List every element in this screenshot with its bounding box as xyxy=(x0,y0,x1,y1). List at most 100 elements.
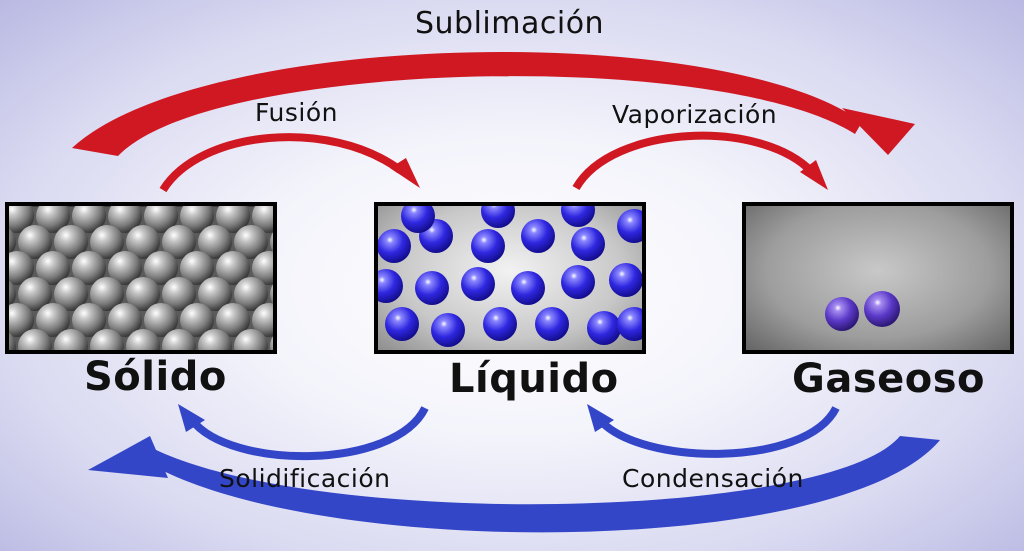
liquid-panel xyxy=(374,202,646,354)
solidification-arrowhead xyxy=(178,404,205,432)
sublimation-arrow xyxy=(72,51,862,156)
solid-particle xyxy=(234,277,268,311)
solid-particle xyxy=(9,303,34,337)
solid-particle xyxy=(126,329,160,350)
fusion-label: Fusión xyxy=(255,98,338,127)
gas-panel xyxy=(742,202,1014,354)
liquid-particle xyxy=(617,307,642,341)
solid-particle xyxy=(173,206,185,207)
solid-particle xyxy=(9,206,34,233)
solid-particle xyxy=(245,206,257,207)
solid-particle xyxy=(216,251,250,285)
solid-particle xyxy=(9,251,34,285)
condensation-arrow xyxy=(596,405,840,458)
solid-particle xyxy=(180,251,214,285)
solid-particle xyxy=(162,329,196,350)
fusion-arrow xyxy=(159,133,403,193)
liquid-particle xyxy=(587,311,621,345)
solid-particle xyxy=(144,206,178,233)
solid-particle xyxy=(36,206,70,233)
solid-particle xyxy=(198,225,232,259)
solid-particle xyxy=(270,336,273,350)
solid-particle xyxy=(54,277,88,311)
solid-particle xyxy=(108,251,142,285)
solid-particle xyxy=(36,251,70,285)
solid-particle xyxy=(108,303,142,337)
vaporization-label: Vaporización xyxy=(612,100,778,129)
liquid-particle xyxy=(378,269,403,303)
solidification-label: Solidificación xyxy=(219,464,391,493)
solid-state-label: Sólido xyxy=(84,354,227,400)
solid-particle xyxy=(18,277,52,311)
solid-particle xyxy=(9,228,16,256)
solid-particle xyxy=(198,277,232,311)
liquid-particle xyxy=(521,219,555,253)
solid-particle xyxy=(162,277,196,311)
solid-particle xyxy=(72,251,106,285)
liquid-state-label: Líquido xyxy=(449,356,619,402)
solid-particle xyxy=(29,206,41,207)
solid-particle xyxy=(234,329,268,350)
liquid-particle xyxy=(415,271,449,305)
vaporization-arrowhead xyxy=(800,160,828,190)
solid-particle xyxy=(126,277,160,311)
solid-particle xyxy=(18,225,52,259)
solid-particle xyxy=(36,303,70,337)
solid-particle xyxy=(126,225,160,259)
sublimation-arrowhead xyxy=(842,108,915,155)
liquid-particle xyxy=(385,307,419,341)
solidification-arrow xyxy=(188,406,429,460)
liquid-particle xyxy=(571,227,605,261)
solid-particle xyxy=(162,225,196,259)
solid-particle xyxy=(54,225,88,259)
solid-particle xyxy=(90,329,124,350)
solid-particle xyxy=(9,332,16,350)
solid-particle xyxy=(180,206,214,233)
solid-particle xyxy=(144,303,178,337)
liquid-particle xyxy=(378,229,411,263)
solid-particle xyxy=(72,206,106,233)
solid-particle xyxy=(90,277,124,311)
condensation-arrowhead xyxy=(587,404,614,432)
liquid-particle xyxy=(483,307,517,341)
bottom-arrowhead xyxy=(88,436,168,478)
liquid-particle xyxy=(617,209,642,243)
solid-particle xyxy=(252,303,273,337)
liquid-particle xyxy=(471,229,505,263)
liquid-particle xyxy=(481,206,515,228)
liquid-particle xyxy=(401,206,435,233)
liquid-particle xyxy=(431,313,465,347)
solid-particle xyxy=(54,329,88,350)
fusion-arrowhead xyxy=(390,158,420,188)
solid-particle xyxy=(137,206,149,207)
solid-particle xyxy=(72,303,106,337)
vaporization-arrow xyxy=(572,131,815,191)
solid-panel xyxy=(5,202,277,354)
solid-particle xyxy=(65,206,77,207)
solid-particle xyxy=(18,329,52,350)
solid-particle xyxy=(144,251,178,285)
solid-particle xyxy=(198,329,232,350)
solid-particle xyxy=(209,206,221,207)
liquid-particles xyxy=(378,206,642,347)
gas-state-label: Gaseoso xyxy=(792,356,986,402)
sublimation-label: Sublimación xyxy=(415,6,605,41)
gas-particles xyxy=(825,291,900,331)
solid-particle xyxy=(252,251,273,285)
solid-particle xyxy=(180,303,214,337)
liquid-particle xyxy=(535,307,569,341)
solid-particle xyxy=(216,303,250,337)
solid-particle xyxy=(216,206,250,233)
solid-particles xyxy=(9,206,273,350)
liquid-particle xyxy=(561,206,595,227)
solid-particle xyxy=(108,206,142,233)
solid-particle xyxy=(90,225,124,259)
solid-particle xyxy=(270,232,273,252)
liquid-particle xyxy=(561,265,595,299)
solid-particle xyxy=(9,280,16,308)
condensation-label: Condensación xyxy=(622,464,804,493)
liquid-particle xyxy=(461,267,495,301)
gas-particle xyxy=(864,291,900,327)
bottom-arrow xyxy=(140,436,940,533)
solid-particle xyxy=(270,284,273,304)
